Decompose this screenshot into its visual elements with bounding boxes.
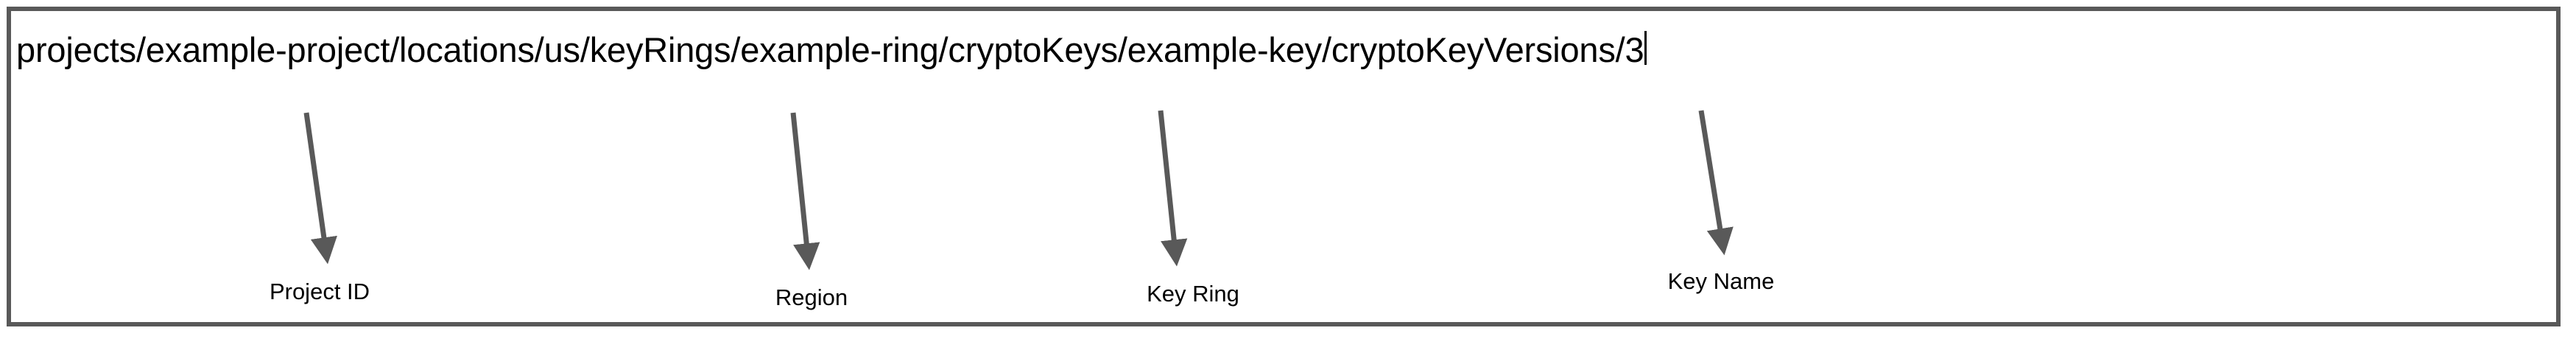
text-cursor-caret: [1644, 31, 1647, 65]
annotation-label-key-ring: Key Ring: [1147, 281, 1239, 307]
annotation-label-project-id: Project ID: [269, 279, 370, 304]
resource-path-text: projects/example-project/locations/us/ke…: [16, 30, 1644, 69]
annotation-label-region: Region: [775, 284, 848, 310]
annotation-label-key-name: Key Name: [1667, 268, 1775, 294]
resource-path-box: [7, 7, 2561, 326]
resource-path-field[interactable]: projects/example-project/locations/us/ke…: [16, 28, 1647, 71]
